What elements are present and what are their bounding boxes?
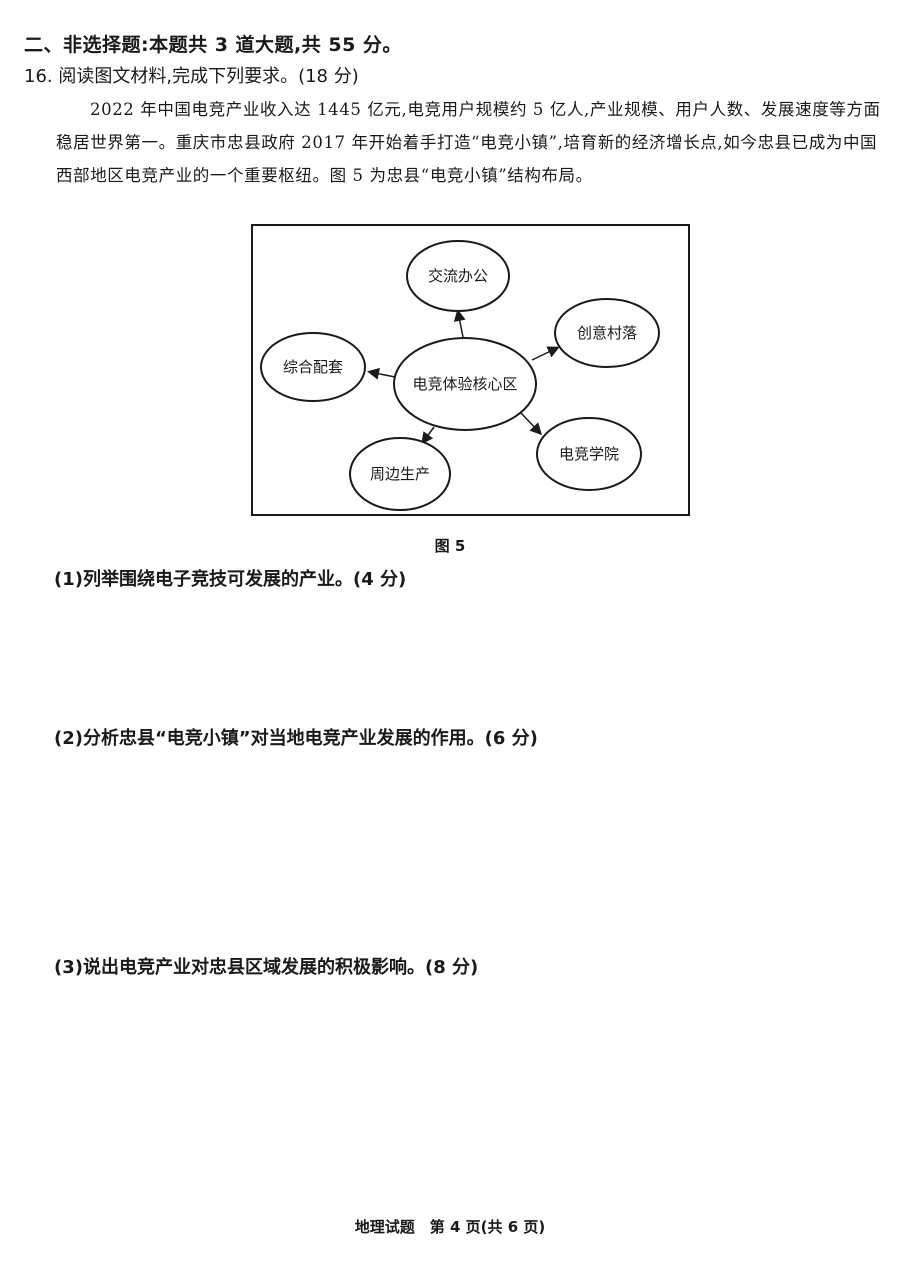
question-passage: 2022 年中国电竞产业收入达 1445 亿元,电竞用户规模约 5 亿人,产业规… bbox=[56, 100, 881, 185]
node-upper-right bbox=[554, 298, 660, 368]
node-top-label: 交流办公 bbox=[428, 267, 488, 285]
node-lower-right bbox=[536, 417, 642, 491]
node-lower-right-label: 电竞学院 bbox=[559, 445, 619, 463]
node-lower-left bbox=[349, 437, 451, 511]
page-footer: 地理试题 第 4 页(共 6 页) bbox=[354, 1218, 546, 1236]
node-top bbox=[406, 240, 510, 312]
arrow-to-lower-left bbox=[421, 426, 435, 445]
figure-caption: 图 5 bbox=[434, 537, 466, 555]
subquestion-3: (3)说出电竞产业对忠县区域发展的积极影响。(8 分) bbox=[54, 957, 479, 978]
node-lower-left-label: 周边生产 bbox=[370, 465, 430, 483]
node-left bbox=[260, 332, 366, 402]
arrow-to-left bbox=[367, 367, 396, 380]
arrow-to-top bbox=[453, 309, 466, 338]
node-center-label: 电竞体验核心区 bbox=[412, 375, 517, 393]
arrow-to-upper-right bbox=[531, 346, 560, 361]
subquestion-1: (1)列举围绕电子竞技可发展的产业。(4 分) bbox=[54, 569, 407, 590]
subquestion-2: (2)分析忠县“电竞小镇”对当地电竞产业发展的作用。(6 分) bbox=[54, 728, 538, 749]
node-center bbox=[393, 337, 537, 431]
diagram-canvas: 电竞体验核心区 交流办公 创意村落 综合配套 电竞学院 周边生产 bbox=[260, 240, 660, 511]
question-title: 16. 阅读图文材料,完成下列要求。(18 分) bbox=[24, 66, 359, 87]
structure-diagram: 电竞体验核心区 交流办公 创意村落 综合配套 电竞学院 周边生产 bbox=[251, 224, 690, 516]
node-left-label: 综合配套 bbox=[283, 358, 343, 376]
arrow-to-lower-right bbox=[520, 412, 543, 436]
node-upper-right-label: 创意村落 bbox=[577, 324, 637, 342]
section-title: 二、非选择题:本题共 3 道大题,共 55 分。 bbox=[24, 34, 402, 56]
